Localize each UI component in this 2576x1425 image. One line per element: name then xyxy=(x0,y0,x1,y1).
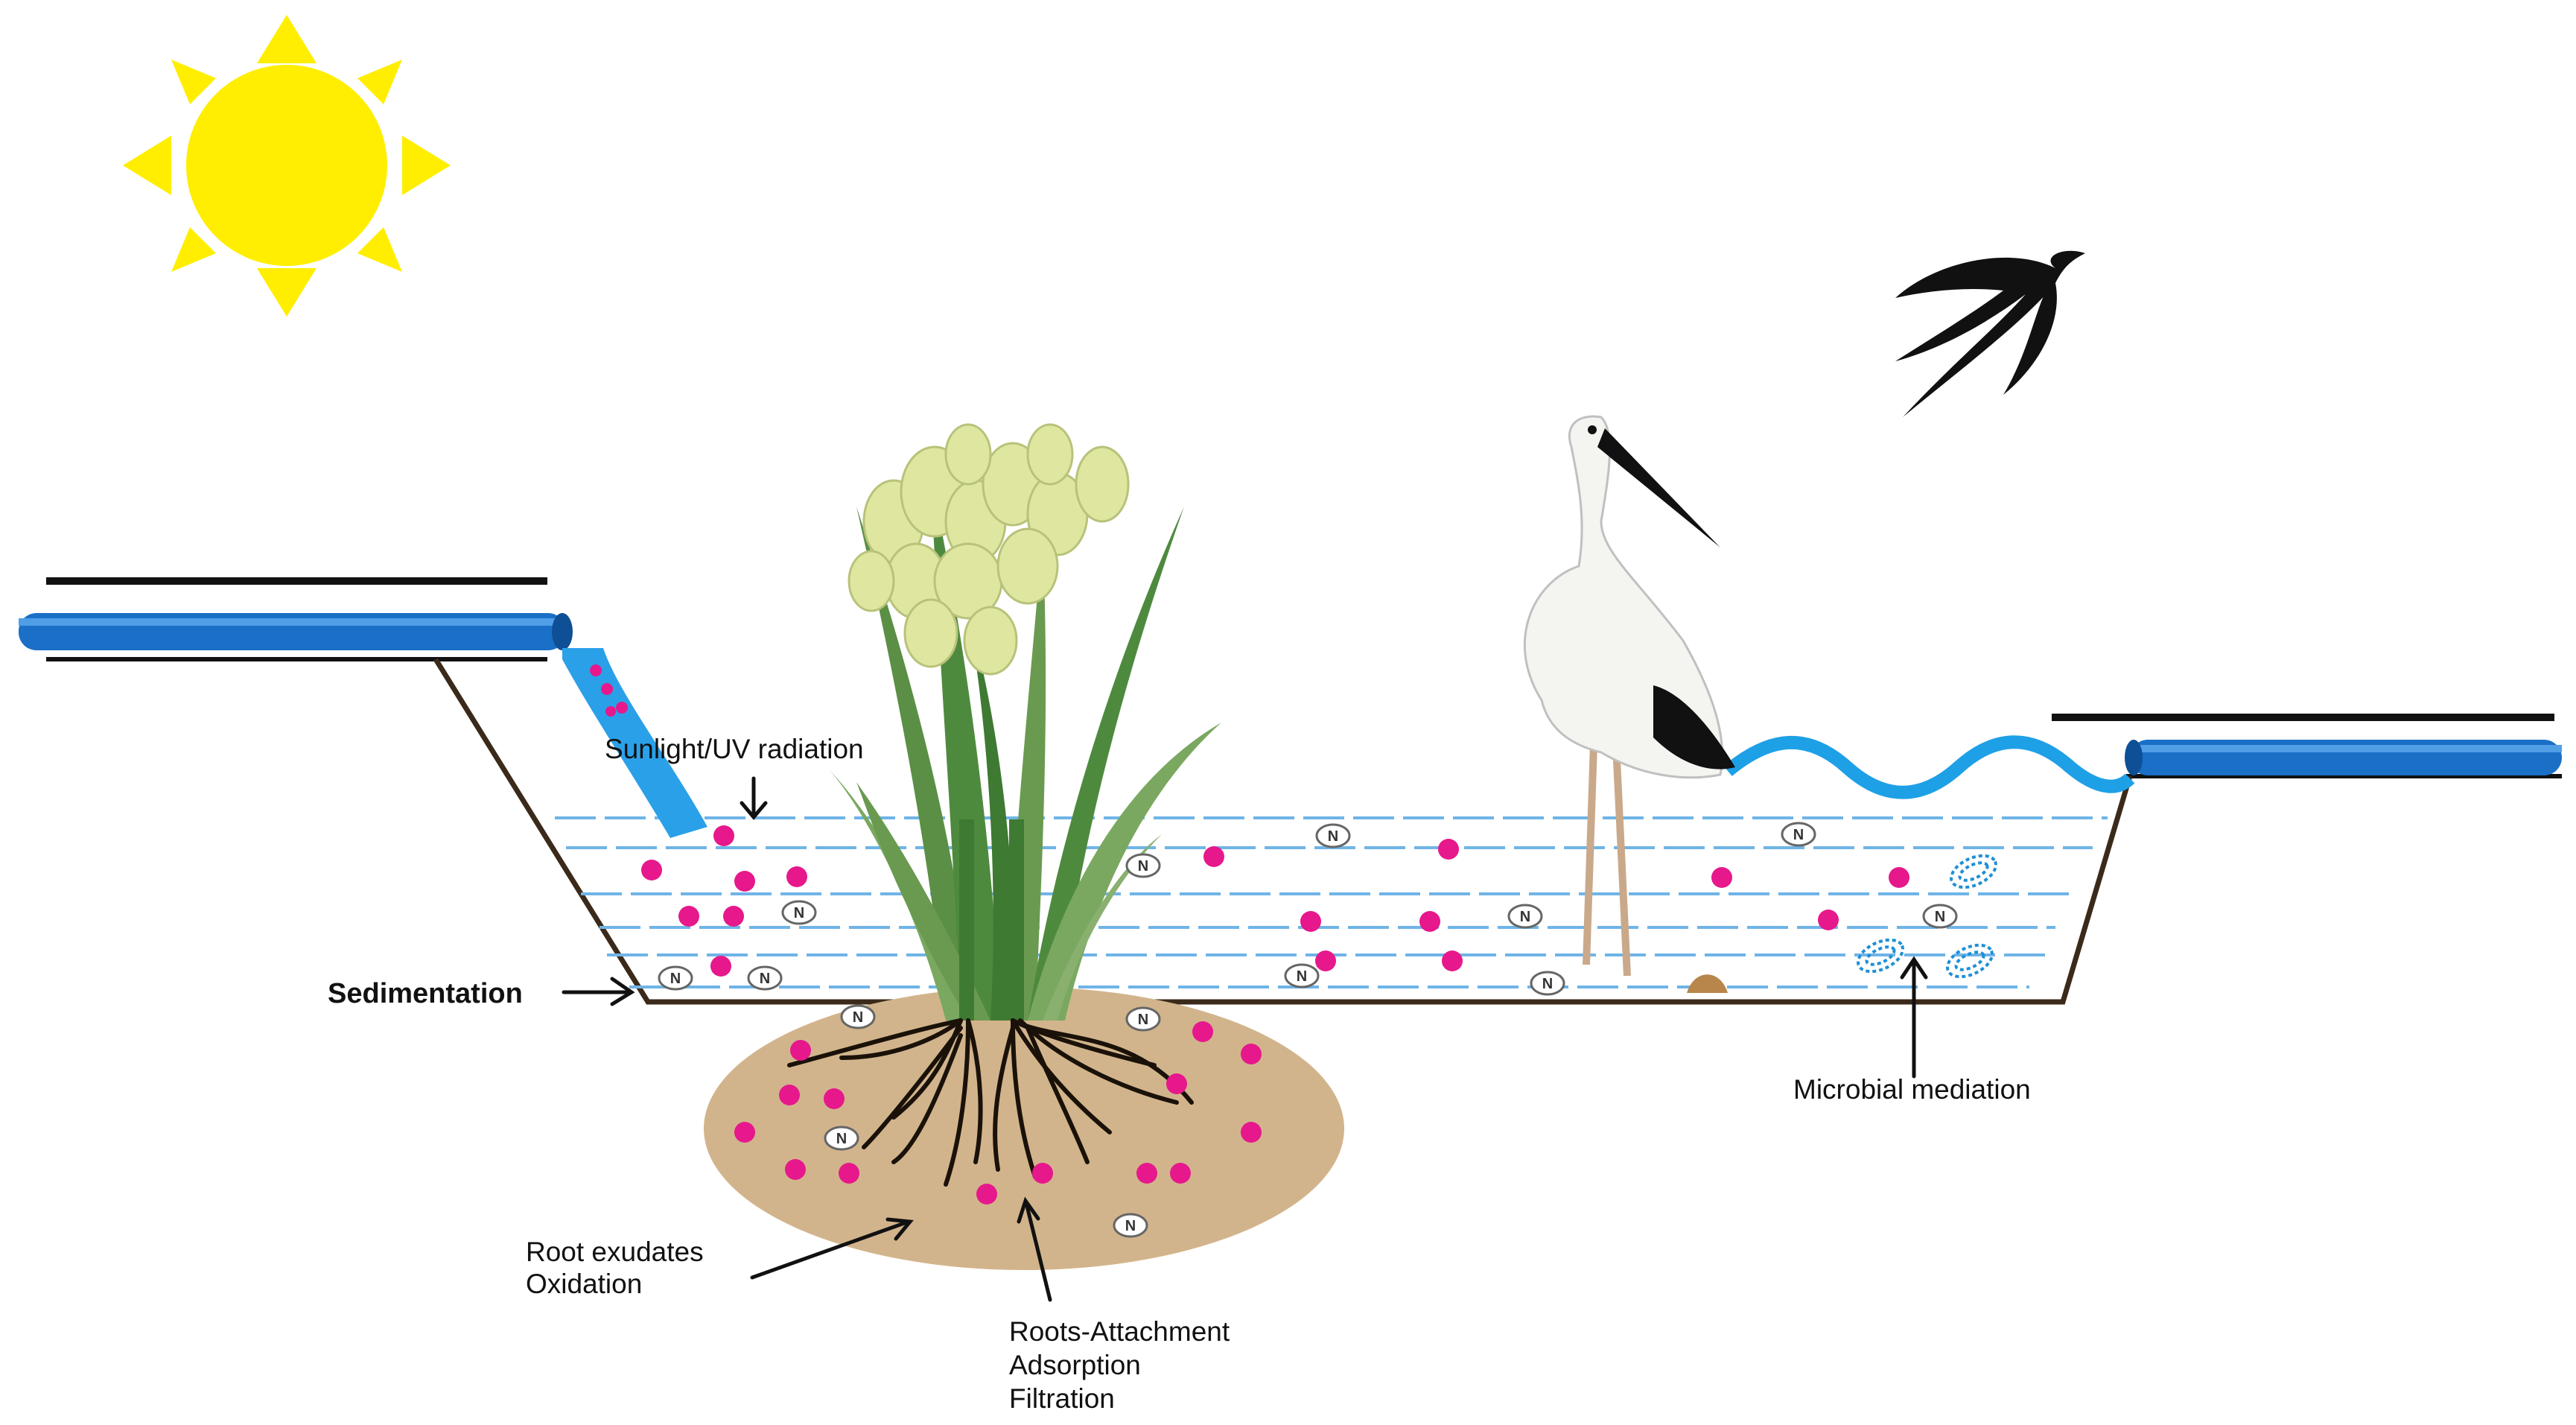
pollutant-particle-icon xyxy=(1241,1044,1262,1064)
svg-text:N: N xyxy=(836,1131,847,1147)
nitrogen-icon: N xyxy=(1284,963,1320,988)
nitrogen-icon: N xyxy=(747,965,783,991)
microbes xyxy=(1857,854,1997,979)
pollutant-particle-icon xyxy=(723,906,744,927)
annotation-arrows xyxy=(562,776,1928,1302)
svg-text:N: N xyxy=(1793,827,1804,843)
nitrogen-icon: N xyxy=(658,965,693,991)
pollutant-particles xyxy=(641,825,1909,1205)
pollutant-particle-icon xyxy=(641,860,662,880)
pollutant-particle-icon xyxy=(1203,846,1224,867)
pollutant-particle-icon xyxy=(1032,1163,1053,1184)
pollutant-particle-icon xyxy=(839,1163,859,1184)
label-sedimentation: Sedimentation xyxy=(328,978,523,1009)
svg-text:N: N xyxy=(1328,828,1338,845)
pollutant-particle-icon xyxy=(734,1122,755,1143)
nitrogen-icon: N xyxy=(840,1004,876,1029)
pollutant-particle-icon xyxy=(785,1159,806,1180)
inlet-pipe-icon xyxy=(19,613,707,838)
pollutant-particle-icon xyxy=(734,871,755,892)
svg-text:N: N xyxy=(1542,976,1553,992)
pollutant-particle-icon xyxy=(1889,867,1909,888)
nitrogen-icon: N xyxy=(824,1126,859,1151)
nitrogen-icon: N xyxy=(1125,1006,1161,1032)
pollutant-particle-icon xyxy=(1818,910,1839,930)
label-filtration: Filtration xyxy=(1009,1383,1115,1414)
pollutant-particle-icon xyxy=(1711,867,1732,888)
svg-text:N: N xyxy=(853,1009,863,1026)
pollutant-particle-icon xyxy=(824,1088,845,1109)
pollutant-particle-icon xyxy=(1438,839,1459,860)
svg-text:N: N xyxy=(670,971,681,987)
wavy-pipe xyxy=(1723,735,2135,799)
pollutant-particle-icon xyxy=(1170,1163,1191,1184)
shell-icon xyxy=(1687,974,1728,993)
label-root-exudates: Root exudates xyxy=(526,1237,704,1267)
roots xyxy=(787,1018,1194,1187)
stork-icon xyxy=(1523,415,1735,977)
svg-text:N: N xyxy=(760,971,770,987)
label-oxidation: Oxidation xyxy=(526,1269,642,1299)
pollutant-particle-icon xyxy=(786,866,807,887)
nitrogen-markers: N N N N N N N N N N N N N N xyxy=(658,822,1958,1238)
svg-text:N: N xyxy=(1935,909,1945,925)
svg-text:N: N xyxy=(794,905,804,921)
svg-text:N: N xyxy=(1138,1012,1148,1028)
pollutant-particle-icon xyxy=(713,825,734,846)
nitrogen-icon: N xyxy=(1922,904,1958,929)
pollutant-particle-icon xyxy=(1300,911,1321,932)
label-roots-attachment: Roots-Attachment xyxy=(1009,1316,1230,1347)
sun-icon xyxy=(123,15,451,317)
pollutant-particle-icon xyxy=(1136,1163,1157,1184)
nitrogen-icon: N xyxy=(1530,971,1565,996)
reed-plant-icon xyxy=(827,423,1221,1021)
nitrogen-icon: N xyxy=(1781,822,1816,847)
nitrogen-icon: N xyxy=(781,900,817,925)
pollutant-particle-icon xyxy=(678,906,699,927)
label-adsorption: Adsorption xyxy=(1009,1350,1141,1380)
pollutant-particle-icon xyxy=(790,1040,811,1061)
outlet-pipe-icon xyxy=(2125,740,2562,775)
nitrogen-icon: N xyxy=(1113,1213,1148,1238)
pollutant-particle-icon xyxy=(1241,1122,1262,1143)
nitrogen-icon: N xyxy=(1507,904,1543,929)
pollutant-particle-icon xyxy=(710,956,731,977)
pollutant-particle-icon xyxy=(1166,1073,1187,1094)
pollutant-particle-icon xyxy=(1315,950,1336,971)
nitrogen-icon: N xyxy=(1125,853,1161,878)
pollutant-particle-icon xyxy=(1419,911,1440,932)
label-sunlight-uv: Sunlight/UV radiation xyxy=(605,734,864,764)
svg-text:N: N xyxy=(1520,909,1530,925)
pollutant-particle-icon xyxy=(1442,950,1463,971)
svg-text:N: N xyxy=(1297,968,1307,985)
swallow-icon xyxy=(1895,250,2085,417)
pollutant-particle-icon xyxy=(1192,1021,1213,1042)
pollutant-particle-icon xyxy=(779,1085,800,1105)
label-microbial-mediation: Microbial mediation xyxy=(1793,1074,2031,1105)
microbe-icon xyxy=(1950,854,1997,889)
microbe-icon xyxy=(1946,943,1994,979)
pollutant-particle-icon xyxy=(976,1184,997,1205)
svg-text:N: N xyxy=(1138,858,1148,875)
wetland-basin-outline xyxy=(433,658,2133,1005)
microbe-icon xyxy=(1857,938,1904,974)
svg-text:N: N xyxy=(1125,1218,1136,1234)
nitrogen-icon: N xyxy=(1315,823,1351,848)
